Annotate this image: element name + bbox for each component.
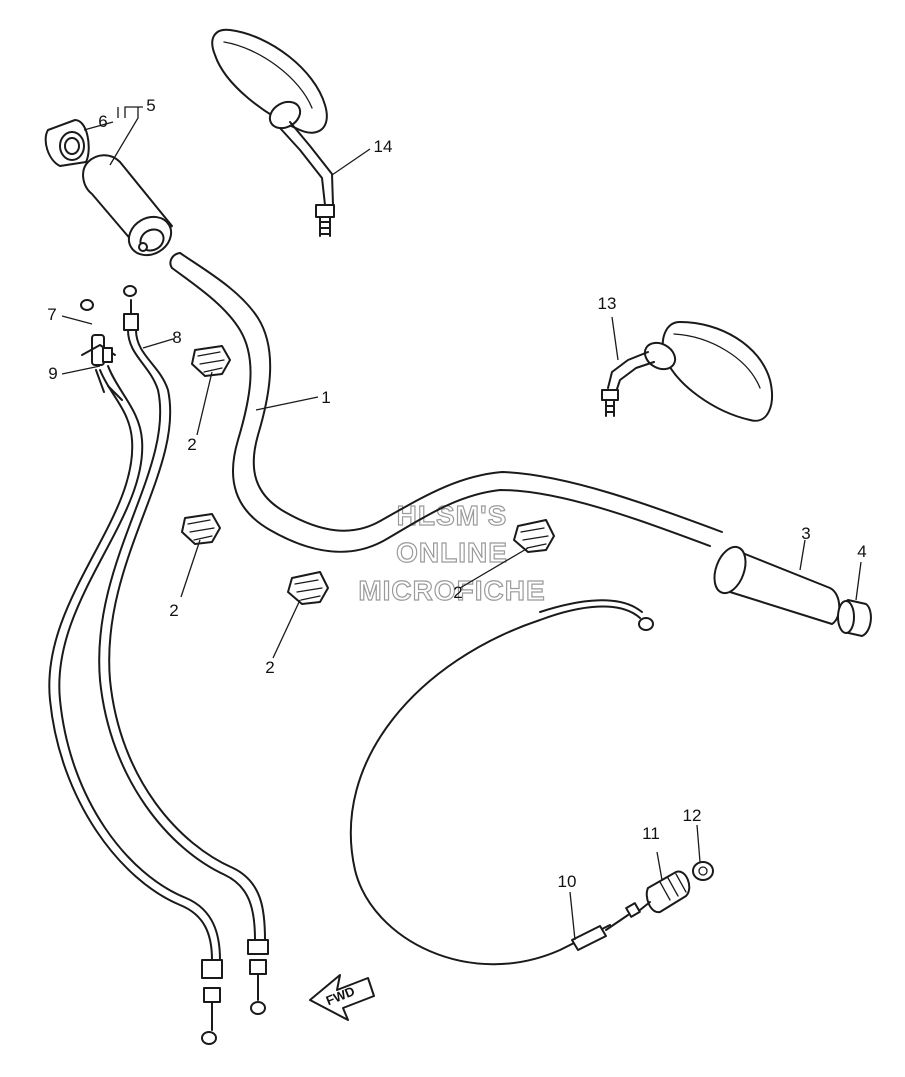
callout-12: 12 [683,806,702,825]
clamp-2[interactable] [181,513,221,545]
watermark-line-3: MICROFICHE [358,575,545,606]
left-grip[interactable] [82,154,178,262]
right-throttle-grip[interactable] [709,543,841,625]
throttle-adjuster[interactable] [639,870,691,914]
handlebar[interactable] [169,252,723,553]
callout-5: 5 [146,96,155,115]
callout-1: 1 [321,388,330,407]
callout-8: 8 [172,328,181,347]
callout-2c: 2 [265,658,274,677]
lock-nut[interactable] [692,861,714,881]
watermark-line-2: ONLINE [396,537,508,568]
clutch-cable[interactable] [48,299,223,1045]
callout-2a: 2 [187,435,196,454]
right-mirror[interactable] [601,321,773,422]
watermark-line-1: HLSM'S [397,500,508,531]
callout-11: 11 [642,824,660,843]
watermark: HLSM'S ONLINE MICROFICHE [358,499,546,606]
callout-4: 4 [857,542,866,561]
callout-2d: 2 [453,583,462,602]
clamp-3[interactable] [287,571,329,605]
leader-lines [61,106,862,941]
callout-2b: 2 [169,601,178,620]
callout-6: 6 [98,112,107,131]
callout-13: 13 [598,294,617,313]
callout-14: 14 [374,137,393,156]
callout-7: 7 [47,305,56,324]
callout-9: 9 [48,364,57,383]
throttle-cable[interactable] [349,599,654,966]
clamp-1[interactable] [191,345,231,377]
clamp-4[interactable] [513,519,555,553]
brake-hose[interactable] [98,285,269,1015]
left-mirror[interactable] [211,28,335,237]
grip-end-cap[interactable] [44,119,90,167]
callout-3: 3 [801,524,810,543]
forward-direction-arrow: FWD [309,974,375,1021]
right-grip-end-cap[interactable] [837,599,872,637]
callouts: 1 2 2 2 2 3 4 5 6 7 8 9 10 11 12 13 14 [47,96,866,891]
callout-10: 10 [558,872,577,891]
